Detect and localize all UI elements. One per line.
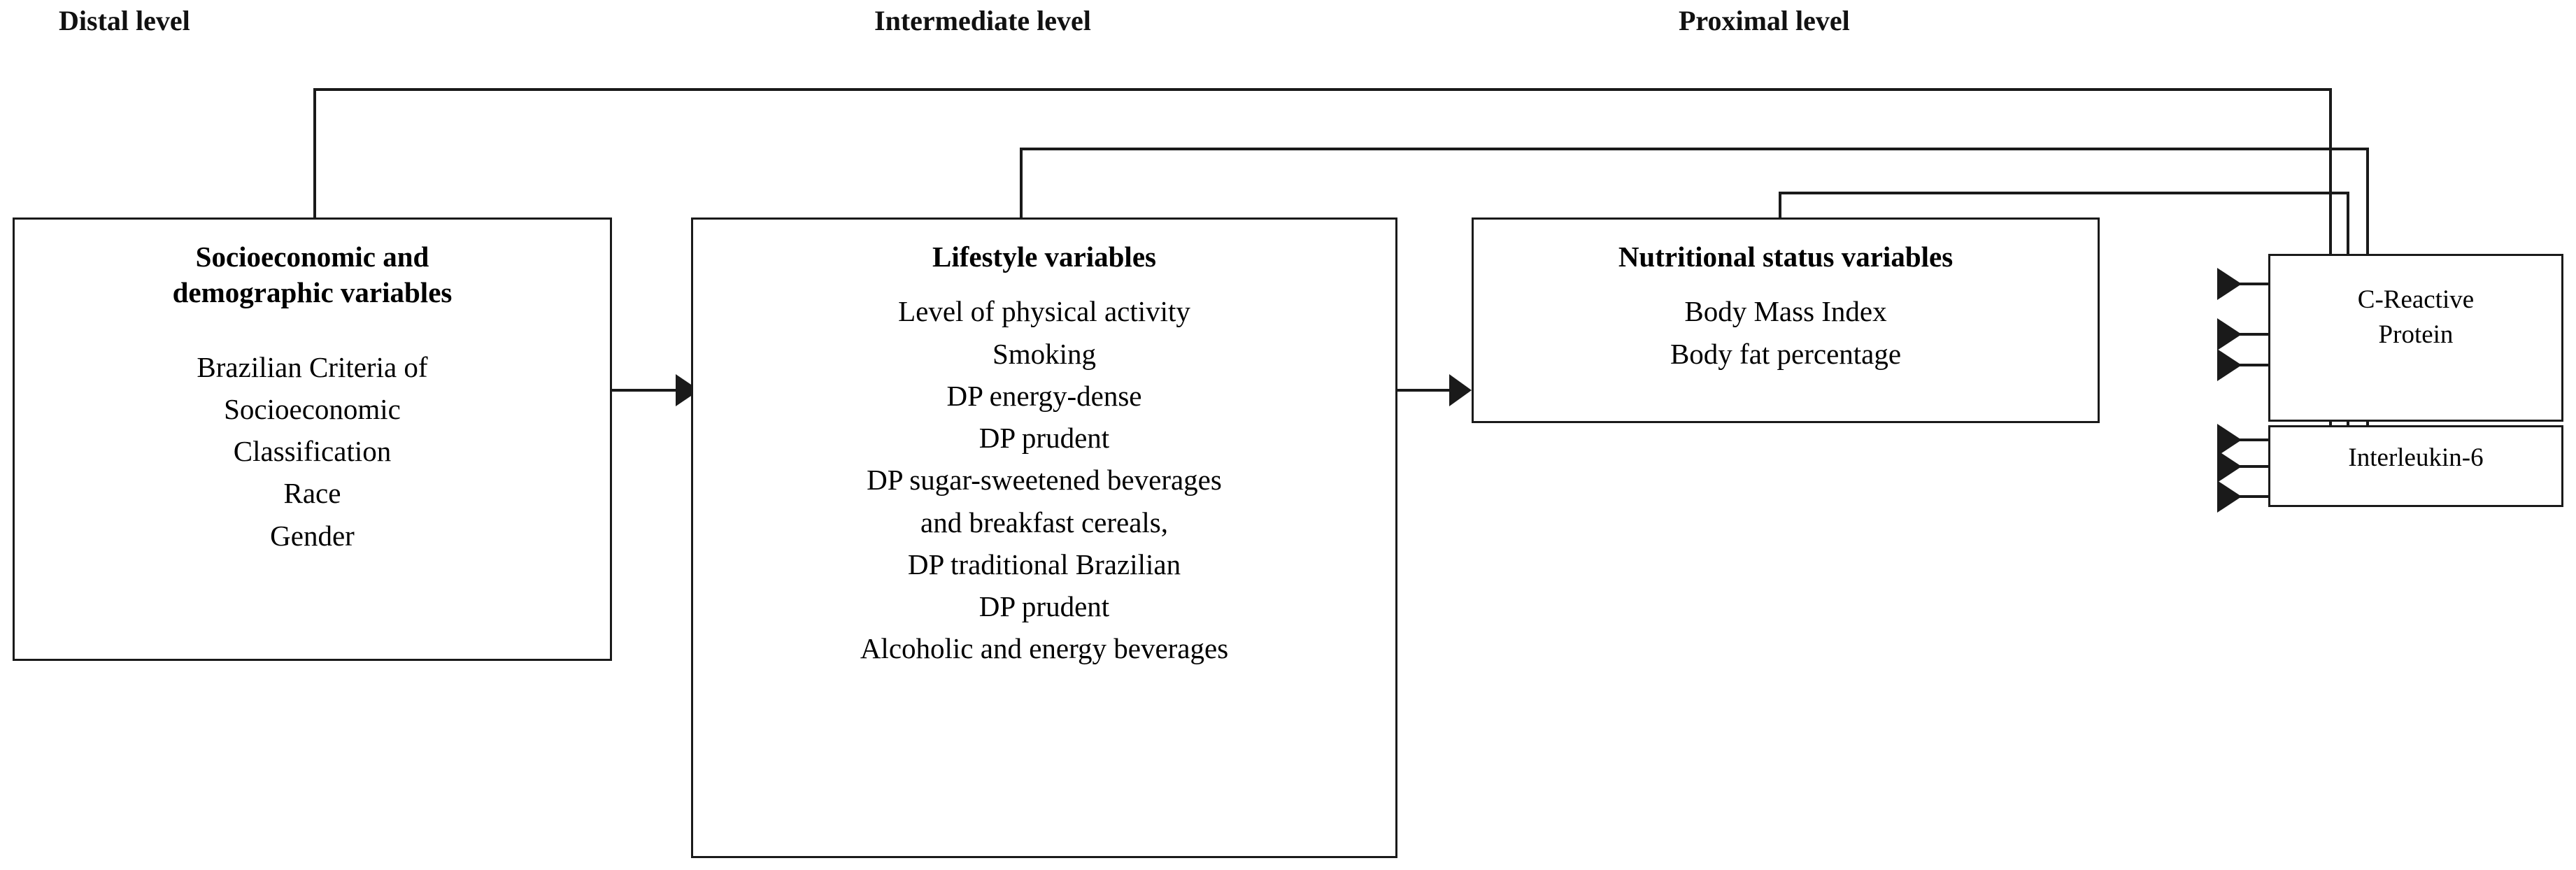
node-lifestyle-variables: Lifestyle variables Level of physical ac… [691, 218, 1397, 858]
arrow-lifestyle-to-nutritional [1397, 374, 1472, 406]
level-label-intermediate: Intermediate level [874, 5, 1091, 36]
node-nutritional-items: Body Mass Index Body fat percentage [1670, 295, 1902, 370]
outcome-crp-label: C-Reactive Protein [2357, 285, 2475, 349]
outcome-c-reactive-protein: C-Reactive Protein [2268, 254, 2563, 422]
outcome-il6-label: Interleukin-6 [2348, 443, 2484, 472]
node-lifestyle-title: Lifestyle variables [932, 241, 1156, 273]
level-label-proximal: Proximal level [1679, 5, 1850, 36]
node-nutritional-status: Nutritional status variables Body Mass I… [1472, 218, 2100, 423]
node-nutritional-title: Nutritional status variables [1618, 241, 1954, 273]
node-socioeconomic-items: Brazilian Criteria of Socioeconomic Clas… [197, 350, 428, 552]
node-socioeconomic-demographic: Socioeconomic and demographic variables … [13, 218, 612, 661]
arrow-socioeconomic-to-lifestyle [612, 374, 699, 406]
outcome-interleukin-6: Interleukin-6 [2268, 425, 2563, 507]
node-lifestyle-items: Level of physical activity Smoking DP en… [860, 295, 1229, 665]
node-socioeconomic-title: Socioeconomic and demographic variables [172, 241, 453, 309]
level-label-distal: Distal level [59, 5, 190, 36]
